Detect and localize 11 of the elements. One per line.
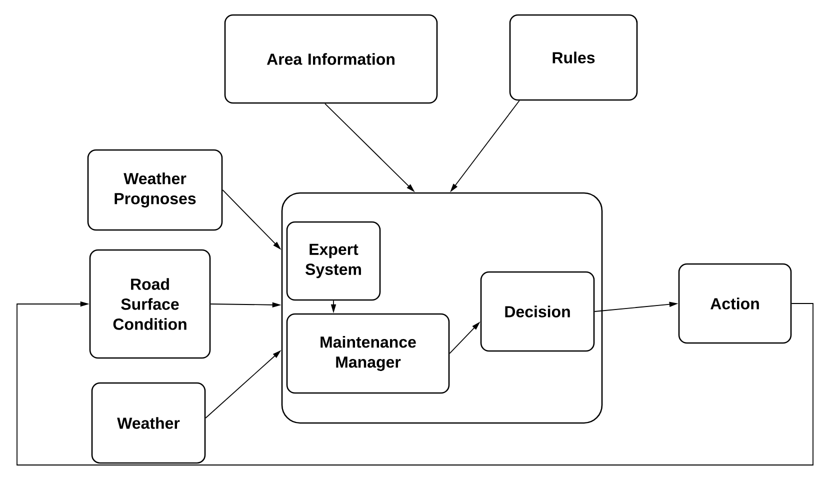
process-box: Expert System — [286, 221, 381, 301]
output-box: Action — [678, 263, 792, 344]
input-box: Road Surface Condition — [89, 249, 211, 359]
process-box: Maintenance Manager — [286, 313, 450, 394]
arrow — [16, 301, 814, 466]
input-box: Weather Prognoses — [87, 149, 223, 231]
system-box — [281, 192, 603, 424]
input-box: Area Information — [224, 14, 438, 104]
input-box: Weather — [91, 382, 206, 464]
input-box: Rules — [509, 14, 638, 101]
process-box: Decision — [480, 271, 595, 352]
